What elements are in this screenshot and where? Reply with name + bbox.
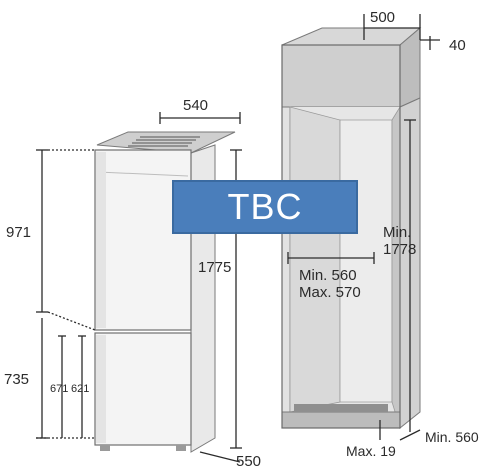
fridge-door-dim-1-label: 671 (50, 383, 68, 395)
fridge-dimension-labels: 540 971 1775 735 671 621 550 (4, 97, 261, 467)
cabinet-inner-width-min-label: Min. 560 (299, 267, 357, 284)
cabinet-dimension-lines (287, 14, 440, 441)
fridge-upper-height-label: 971 (6, 224, 31, 241)
fridge-width-label: 540 (183, 97, 208, 114)
cabinet-depth-label: 500 (370, 9, 395, 26)
cabinet-top-gap-label: 40 (449, 37, 466, 54)
cabinet-width-min-label: Min. 560 (425, 429, 479, 445)
fridge-total-height-label: 1775 (198, 259, 231, 276)
tbc-overlay-text: TBC (227, 186, 303, 227)
tbc-overlay-box: TBC (172, 180, 358, 234)
cabinet-inner-width-max-label: Max. 570 (299, 284, 361, 301)
cabinet-dimension-labels: 500 40 Min. 560 Max. 570 Min. 1778 Max. … (299, 9, 479, 459)
cabinet-height-label-line1: Min. (383, 224, 411, 241)
cabinet-plinth-label: Max. 19 (346, 443, 396, 459)
fridge-door-dim-2-label: 621 (71, 383, 89, 395)
cabinet-height-label-line2: 1778 (383, 241, 416, 258)
fridge-illustration (94, 131, 236, 453)
fridge-depth-label: 550 (236, 453, 261, 467)
fridge-lower-height-label: 735 (4, 371, 29, 388)
